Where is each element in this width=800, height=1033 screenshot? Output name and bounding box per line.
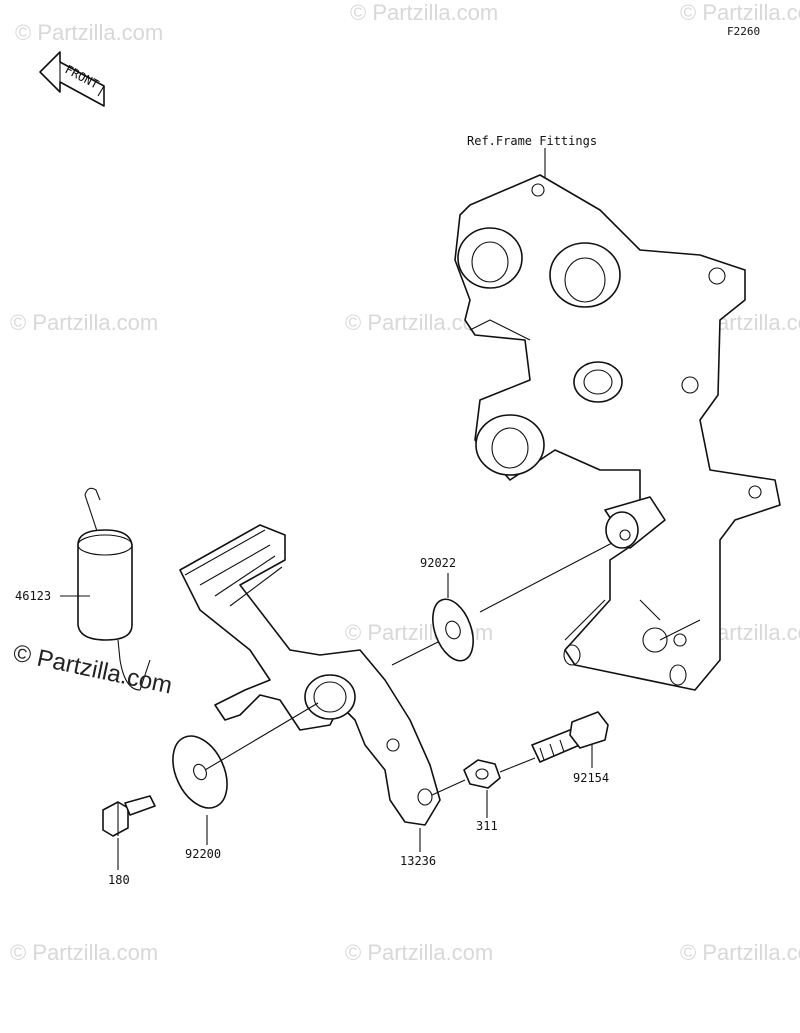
reference-note: Ref.Frame Fittings — [467, 134, 597, 148]
part-label-92200[interactable]: 92200 — [185, 847, 221, 861]
assembly-line-bolt — [499, 757, 536, 773]
assembly-line-nut — [431, 779, 466, 796]
watermark-layer: © Partzilla.com © Partzilla.com © Partzi… — [10, 0, 800, 965]
watermark-overlay: © Partzilla.com — [11, 639, 175, 699]
part-label-13236[interactable]: 13236 — [400, 854, 436, 868]
watermark: © Partzilla.com — [680, 940, 800, 965]
return-spring — [77, 487, 151, 691]
part-label-92022[interactable]: 92022 — [420, 556, 456, 570]
front-arrow-icon: FRONT — [39, 51, 105, 107]
nut-311 — [463, 759, 501, 789]
watermark: © Partzilla.com — [10, 310, 158, 335]
part-label-46123[interactable]: 46123 — [15, 589, 51, 603]
watermark: © Partzilla.com — [350, 0, 498, 25]
frame-fittings-bracket — [454, 174, 781, 691]
part-label-311[interactable]: 311 — [476, 819, 498, 833]
assembly-line-bracket — [479, 542, 613, 613]
watermark: © Partzilla.com — [345, 940, 493, 965]
watermark: © Partzilla.com — [15, 20, 163, 45]
assembly-line-washer — [204, 702, 319, 771]
washer-92022 — [432, 598, 474, 662]
part-label-180[interactable]: 180 — [108, 873, 130, 887]
brake-pedal — [179, 524, 441, 826]
part-label-92154[interactable]: 92154 — [573, 771, 609, 785]
assembly-line-pedal — [391, 641, 439, 666]
watermark: © Partzilla.com — [10, 940, 158, 965]
figure-code: F2260 — [727, 25, 760, 38]
washer-92200 — [172, 735, 228, 809]
bolt-92154 — [531, 711, 609, 763]
watermark: © Partzilla.com — [680, 0, 800, 25]
bolt-180 — [102, 795, 156, 837]
